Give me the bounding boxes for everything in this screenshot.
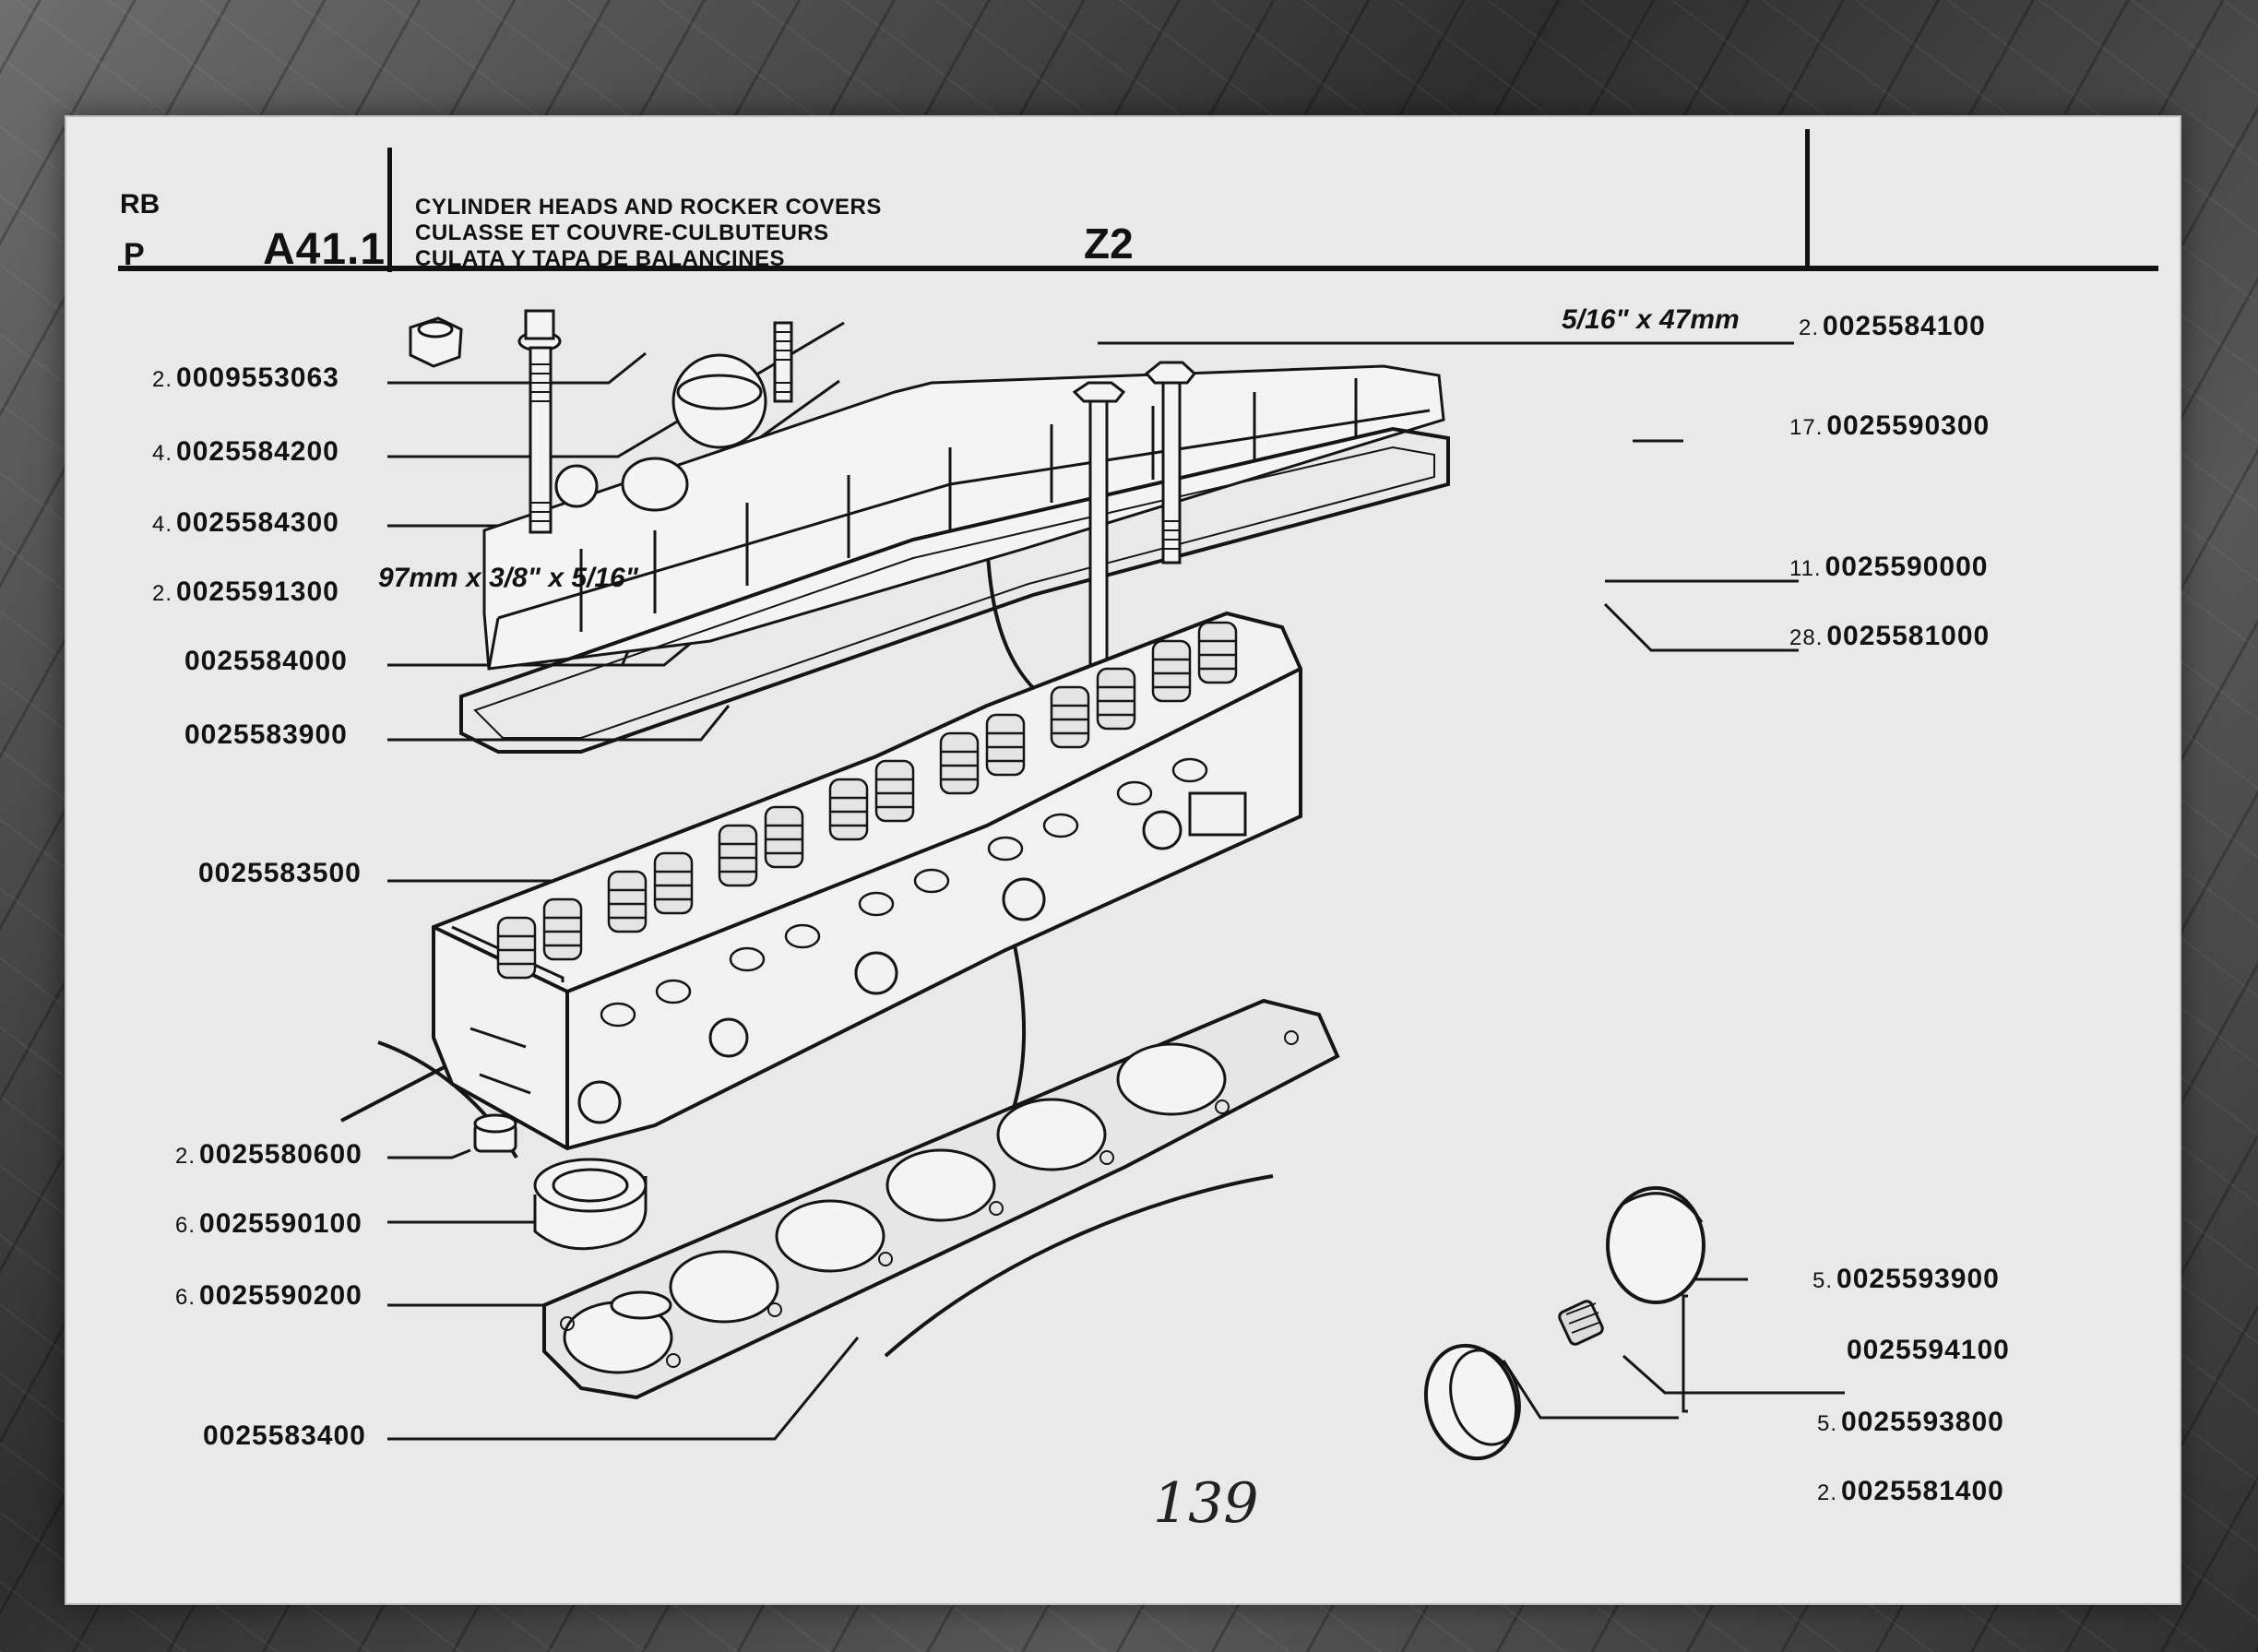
part-label: 4.0025584300 — [152, 507, 339, 538]
title-english: CYLINDER HEADS AND ROCKER COVERS — [415, 195, 882, 220]
bracket — [1682, 1294, 1688, 1413]
head-gasket — [542, 998, 1340, 1400]
stud-short — [773, 321, 793, 403]
bush-ring — [533, 1158, 648, 1251]
rocker-gasket — [459, 426, 1450, 754]
threaded-plug — [1558, 1300, 1604, 1346]
header-divider-right — [1805, 129, 1810, 269]
part-label: 2.0025581400 — [1817, 1476, 2004, 1506]
leader-line — [387, 1337, 860, 1441]
part-label: 5.0025593800 — [1817, 1407, 2004, 1437]
header-divider-left — [387, 148, 392, 272]
header-rule — [118, 266, 2158, 271]
page-number: 139 — [1153, 1471, 1259, 1536]
bolt-short — [1144, 361, 1197, 565]
leader-line — [387, 321, 845, 458]
leader-line — [387, 1148, 471, 1159]
part-label: 6.0025590200 — [175, 1280, 362, 1311]
part-label: 5.0025593900 — [1812, 1264, 2000, 1294]
part-label: 2.0025584100 — [1799, 311, 1986, 341]
language-code-p: P — [124, 237, 145, 272]
expansion-plug-large — [1606, 1186, 1705, 1304]
cylinder-head — [432, 611, 1302, 1151]
part-label: 17.0025590300 — [1789, 410, 1991, 441]
title-french: CULASSE ET COUVRE-CULBUTEURS — [415, 220, 829, 245]
part-label: 2.0025580600 — [175, 1139, 362, 1170]
language-code-rb: RB — [120, 189, 160, 220]
leader-line — [1603, 602, 1799, 652]
nut — [409, 316, 463, 368]
part-label: 28.0025581000 — [1789, 621, 1991, 651]
part-label: 0025583900 — [184, 719, 348, 750]
part-label: 11.0025590000 — [1789, 552, 1989, 582]
callout-arc — [884, 1174, 1274, 1358]
leader-line — [387, 1207, 546, 1224]
part-label: 2.0009553063 — [152, 362, 339, 393]
model-code: Z2 — [1084, 220, 1134, 267]
rocker-cover — [482, 353, 1445, 671]
stud-long — [517, 309, 562, 534]
dimension-stud-long: 97mm x 3/8" x 5/16" — [378, 563, 638, 593]
parts-catalog-page: RB P A41.1 CYLINDER HEADS AND ROCKER COV… — [65, 115, 2181, 1605]
leader-line — [1622, 1354, 1845, 1395]
sleeve-ring — [1423, 1343, 1521, 1461]
part-label: 0025594100 — [1847, 1335, 2010, 1365]
cup-plug — [473, 1113, 517, 1153]
part-label: 6.0025590100 — [175, 1208, 362, 1239]
part-label: 0025583500 — [198, 858, 362, 888]
exploded-diagram — [340, 309, 1845, 1461]
part-label: 0025584000 — [184, 646, 348, 676]
leader-line — [387, 351, 647, 385]
leader-line — [1502, 1360, 1679, 1420]
part-label: 2.0025591300 — [152, 576, 339, 607]
part-label: 0025583400 — [203, 1420, 366, 1451]
part-label: 4.0025584200 — [152, 436, 339, 467]
dimension-stud-small: 5/16" x 47mm — [1562, 304, 1740, 335]
leader-line — [387, 705, 731, 742]
disc-plug — [610, 1290, 672, 1320]
